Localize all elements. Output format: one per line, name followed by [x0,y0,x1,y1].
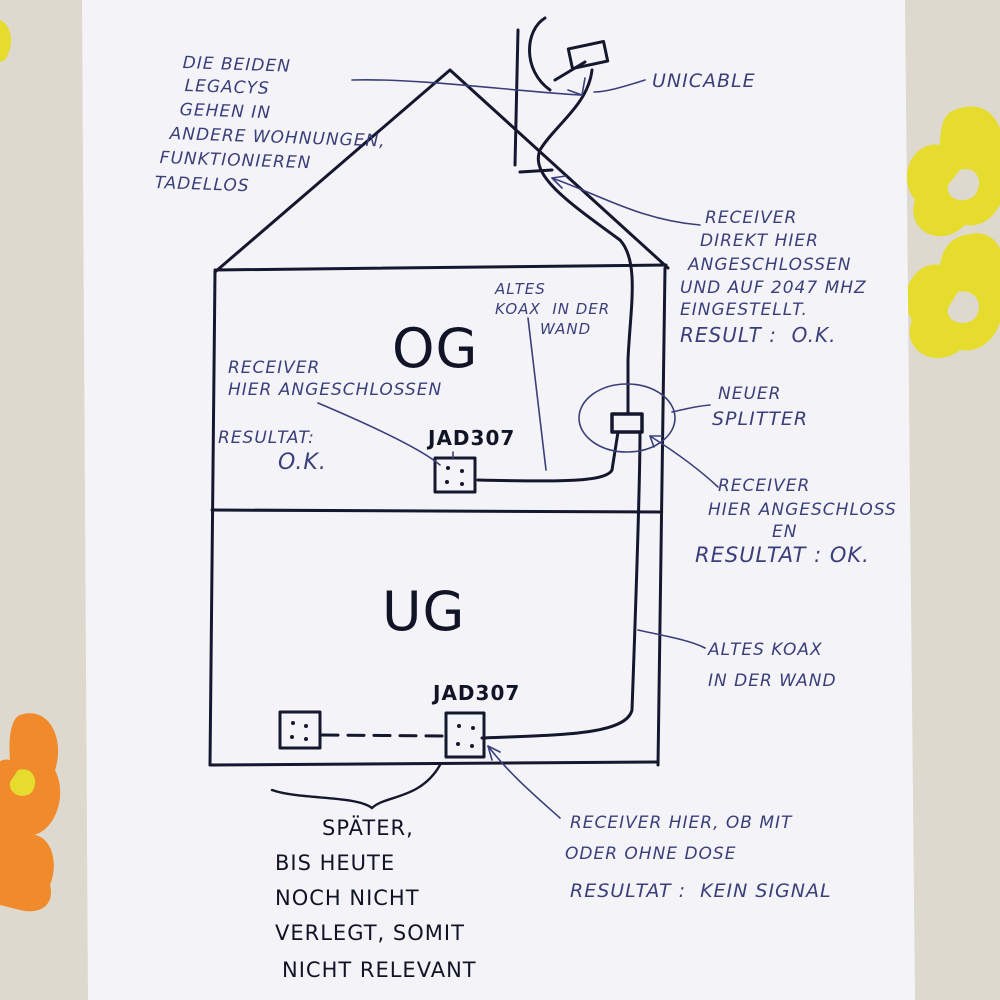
note-receiver-splitter-result: RESULTAT : OK. [695,543,870,567]
note-resultat-og-value: O.K. [278,450,327,475]
tablecloth-flower-left [0,20,61,912]
roof-outline [213,68,670,274]
floor-line-top [213,263,668,272]
note-legacys-line3: GEHEN IN [179,100,272,124]
note-spaeter-line2: BIS HEUTE [275,851,396,875]
note-altes-koax-ug-line2: IN DER WAND [708,671,837,691]
socket-label-og: JAD307 [428,426,516,450]
floor-label-og: OG [392,317,479,380]
arrow-receiver-ug [487,745,501,761]
socket-dots [290,466,475,748]
leader-receiver-splitter [649,435,719,488]
leader-unicable [593,79,646,93]
coax-lnb-to-splitter [536,68,634,414]
note-receiver-og-line2: HIER ANGESCHLOSSEN [228,380,443,400]
note-legacys-line2: LEGACYS [184,76,271,99]
note-spaeter-line5: NICHT RELEVANT [282,958,477,982]
note-receiver-direkt-line3: ANGESCHLOSSEN [688,255,852,275]
note-altes-koax-og-line3: WAND [540,320,592,338]
brace-spaeter [270,763,442,810]
splitter-box [610,412,644,434]
note-spaeter-line1: SPÄTER, [322,816,414,840]
floor-line-middle [210,508,662,514]
note-receiver-splitter-line1: RECEIVER [718,476,811,496]
planned-cable-dashed [320,733,446,738]
note-legacys-line1: DIE BEIDEN [182,53,292,77]
note-spaeter-line4: VERLEGT, SOMIT [275,921,465,945]
lnb-arm [553,60,587,82]
socket-og-jad307 [433,456,477,494]
paper-sheet [82,0,915,1000]
leader-neuer-splitter [671,404,711,413]
note-receiver-splitter-line3: EN [772,522,798,542]
arrow-receiver-splitter [649,435,663,448]
note-receiver-ug-result: RESULTAT : KEIN SIGNAL [570,880,832,902]
note-spaeter-line3: NOCH NICHT [275,886,420,910]
leader-receiver-direkt [551,177,701,226]
lnb-unicable [566,39,610,71]
note-receiver-ug-line1: RECEIVER HIER, OB MIT [570,813,793,833]
socket-ug-jad307 [444,711,486,759]
arrow-receiver-direkt [551,175,567,189]
note-receiver-ug-line2: ODER OHNE DOSE [565,844,737,864]
note-receiver-og-line1: RECEIVER [228,358,321,378]
mast-mount [518,168,554,174]
leader-receiver-ug [487,745,561,819]
note-receiver-direkt-result: RESULT : O.K. [680,323,837,347]
socket-label-ug: JAD307 [433,681,521,705]
coax-splitter-to-og-socket [476,430,620,483]
house-wall-right [656,266,667,767]
tablecloth-flower-right [905,106,1000,359]
note-resultat-og-label: RESULTAT: [218,428,315,448]
house-wall-left [208,270,217,767]
note-receiver-direkt-line5: EINGESTELLT. [680,300,808,320]
note-receiver-direkt-line1: RECEIVER [705,208,798,228]
socket-ug-planned [278,710,322,750]
note-receiver-direkt-line2: DIREKT HIER [700,231,819,251]
note-receiver-direkt-line4: UND AUF 2047 MHZ [680,278,867,298]
leader-altes-koax-og [527,317,547,471]
note-legacys-line6: TADELLOS [154,173,250,197]
leader-legacys [351,79,583,96]
note-altes-koax-ug-line1: ALTES KOAX [708,640,823,660]
antenna-mast [513,28,520,167]
arrow-legacys [567,77,586,96]
floor-label-ug: UG [382,580,466,643]
note-altes-koax-og-line1: ALTES [495,280,546,298]
sat-dish [528,16,552,92]
floor-line-bottom [208,760,660,767]
note-neuer-splitter-line1: NEUER [718,384,782,404]
coax-splitter-to-ug-socket [480,430,642,740]
splitter-circle [578,383,676,453]
note-altes-koax-og-line2: KOAX IN DER [495,300,611,318]
leader-receiver-og [317,402,441,466]
note-receiver-splitter-line2: HIER ANGESCHLOSS [708,500,897,520]
leader-altes-koax-ug [637,629,706,649]
note-neuer-splitter-line2: SPLITTER [712,408,809,430]
note-unicable: UNICABLE [652,70,756,92]
